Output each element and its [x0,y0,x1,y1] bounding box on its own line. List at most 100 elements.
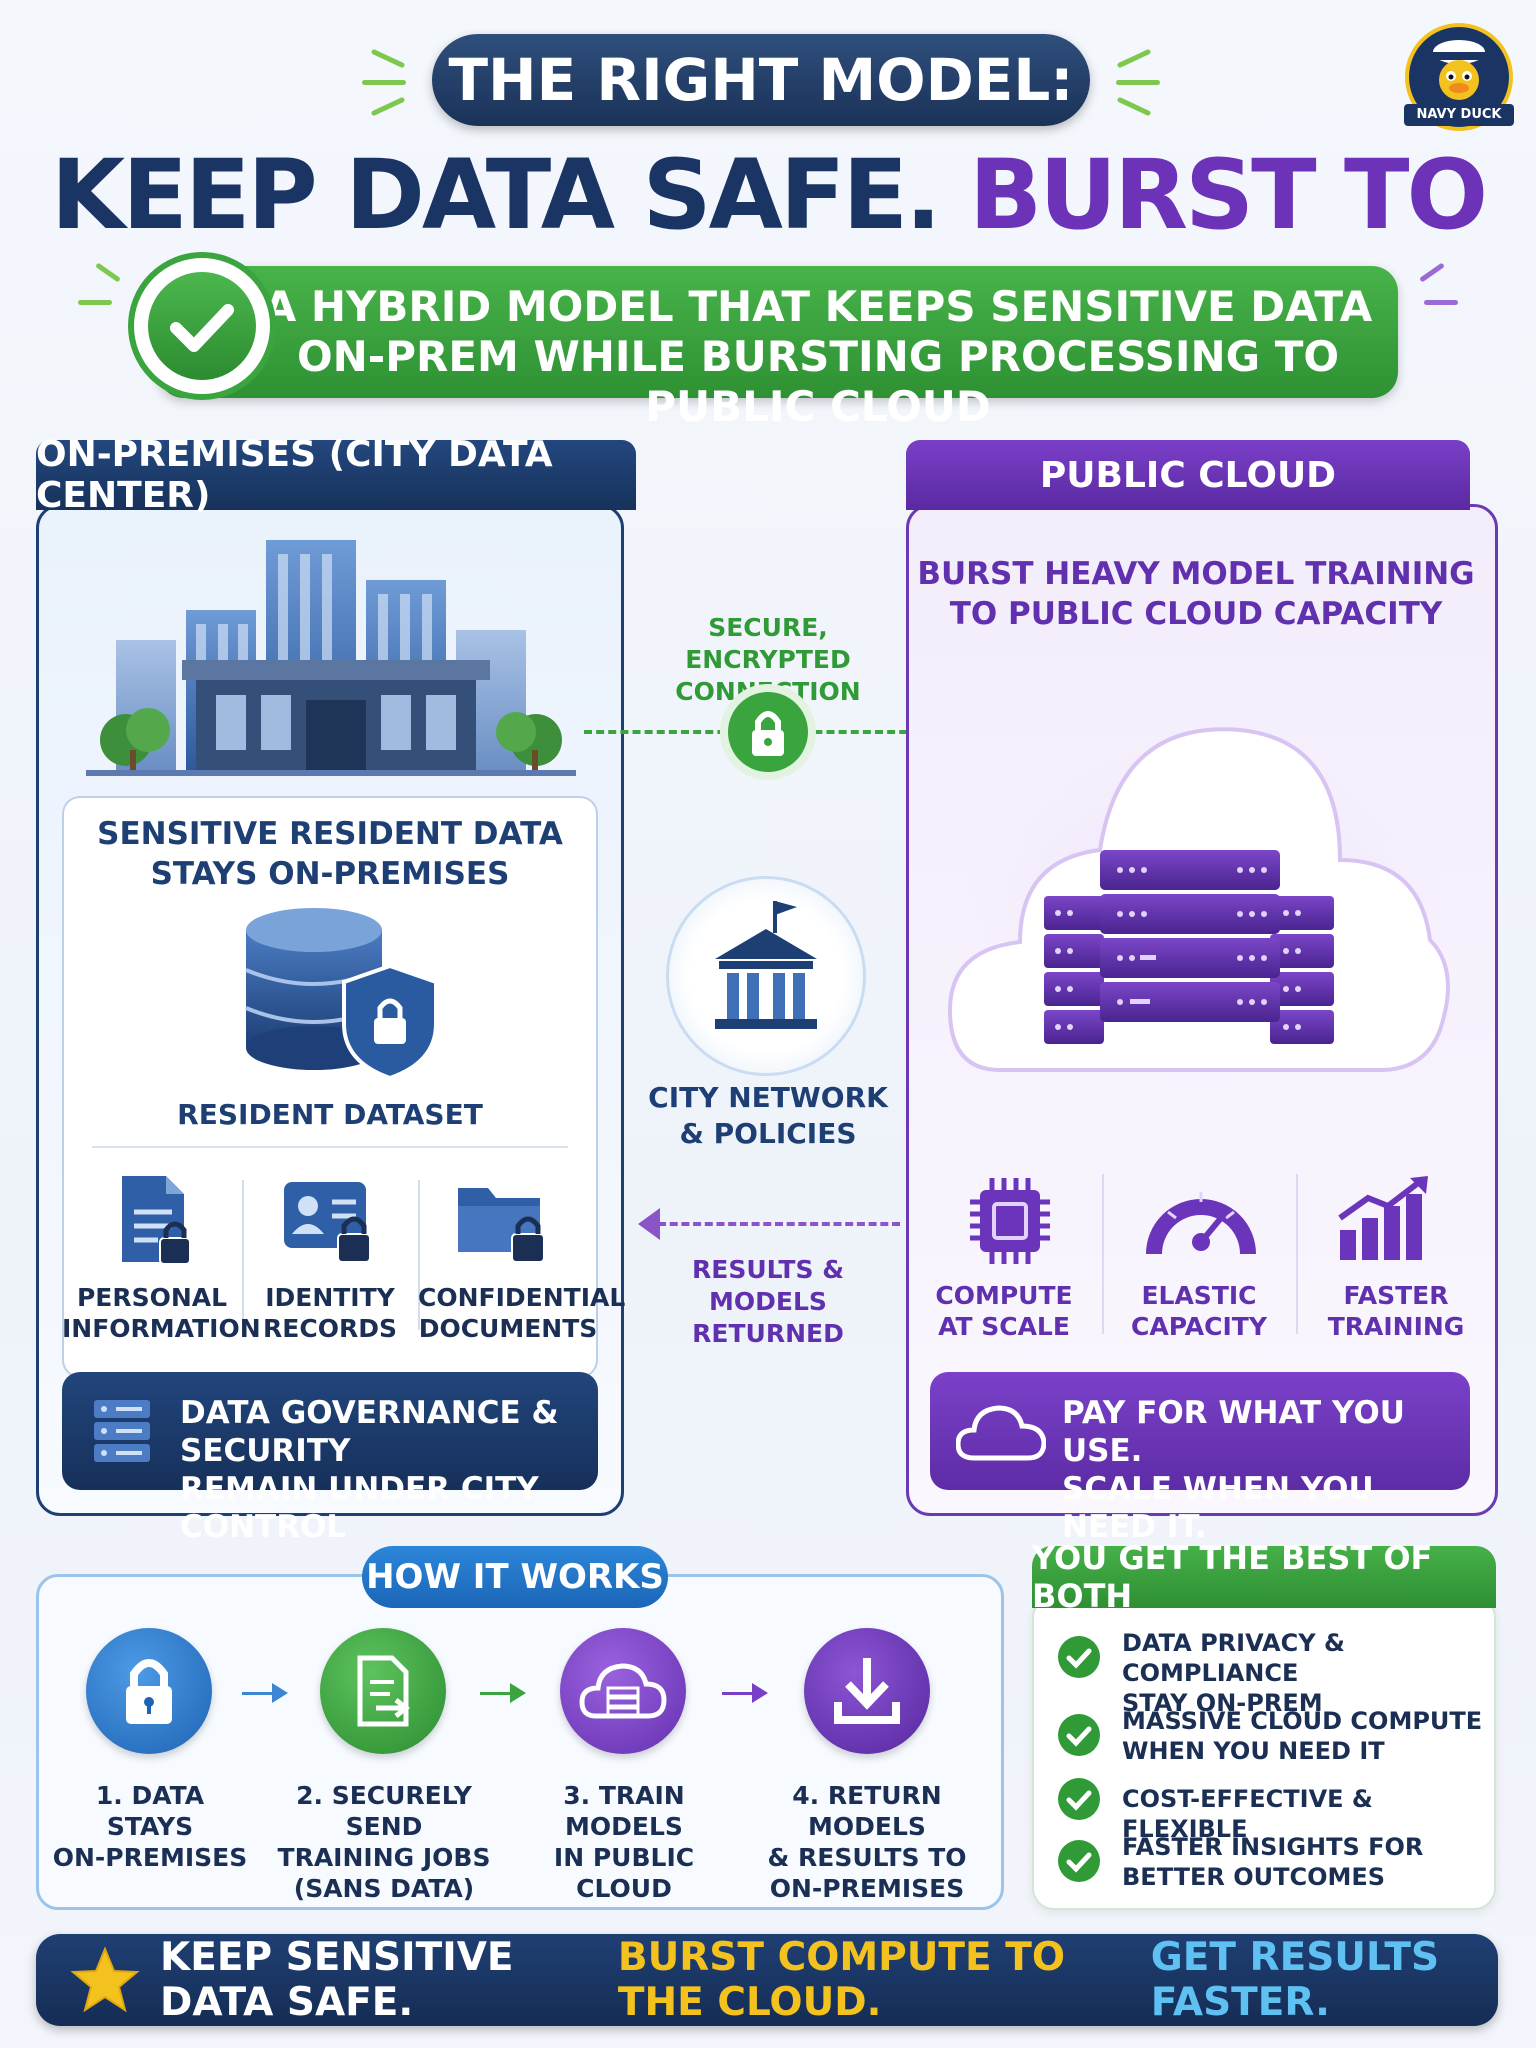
growth-chart-icon [1334,1174,1434,1264]
item-personal-information: PERSONAL INFORMATION [62,1283,261,1343]
lock-icon [752,711,784,756]
step-arrow [242,1692,276,1695]
checkmark-badge [128,252,276,400]
step-3-label: 3. TRAIN MODELS IN PUBLIC CLOUD [553,1781,695,1903]
on-prem-title-text: ON-PREMISES (CITY DATA CENTER) [36,434,553,516]
public-cloud-panel-title: PUBLIC CLOUD [906,440,1470,510]
resident-data-card [62,796,598,1378]
sensitive-data-types: PERSONAL INFORMATION IDENTITY RECORDS CO… [62,1166,626,1356]
gauge-icon [1146,1172,1256,1268]
title-pill: THE RIGHT MODEL: [432,34,1090,126]
server-stack-icon [92,1398,152,1464]
best-of-both-title: YOU GET THE BEST OF BOTH [1032,1539,1496,1615]
item-identity-records: IDENTITY RECORDS [263,1283,397,1343]
checkmark-icon [170,304,234,352]
star-icon [70,1945,140,2015]
cloud-icon [955,1400,1047,1464]
step-4-label: 4. RETURN MODELS & RESULTS TO ON-PREMISE… [767,1781,967,1903]
logo-text: NAVY DUCK [1404,104,1514,126]
check-icon [1058,1714,1100,1756]
governance-line1: DATA GOVERNANCE & SECURITY [180,1395,559,1469]
on-prem-panel-title: ON-PREMISES (CITY DATA CENTER) [36,434,636,516]
arrow-left-icon [638,1208,660,1240]
item-confidential-documents: CONFIDENTIAL DOCUMENTS [418,1283,626,1343]
pay-as-you-go-callout: PAY FOR WHAT YOU USE. SCALE WHEN YOU NEE… [930,1372,1470,1545]
card-title-line2: STAYS ON-PREMISES [150,856,510,892]
cloud-server-icon [579,1663,667,1719]
divider [92,1146,568,1148]
check-icon [1058,1840,1100,1882]
resident-data-card-title: SENSITIVE RESIDENT DATA STAYS ON-PREMISE… [62,814,598,894]
send-document-icon [357,1655,411,1727]
secure-lock-badge [728,692,808,772]
cloud-servers-illustration [940,710,1470,1100]
divider [1102,1174,1104,1334]
public-cloud-title-text: PUBLIC CLOUD [1039,454,1337,496]
divider [418,1180,420,1330]
footer-banner: KEEP SENSITIVE DATA SAFE. BURST COMPUTE … [36,1934,1498,2026]
arrow-right-icon [510,1683,526,1703]
footer-part3: GET RESULTS FASTER. [1150,1935,1440,2025]
governance-callout: DATA GOVERNANCE & SECURITY REMAIN UNDER … [62,1372,598,1545]
folder-lock-icon [454,1172,554,1272]
pay-line1: PAY FOR WHAT YOU USE. [1062,1395,1405,1469]
feature-elastic-capacity: ELASTIC CAPACITY [1131,1281,1267,1341]
feature-faster-training: FASTER TRAINING [1327,1281,1465,1341]
sparkle-accent [78,300,112,305]
banner-line2: ON-PREM WHILE BURSTING PROCESSING TO PUB… [296,332,1340,431]
results-returned-arrow [658,1222,900,1230]
cpu-chip-icon [962,1176,1058,1266]
step-arrow [722,1692,756,1695]
benefits-list: DATA PRIVACY & COMPLIANCE STAY ON-PREM M… [1058,1628,1488,1908]
sparkle-accent [1424,300,1458,305]
headline-part1: KEEP DATA SAFE. [50,139,942,251]
governance-line2: REMAIN UNDER CITY CONTROL [180,1471,539,1545]
results-returned-label: RESULTS & MODELS RETURNED [692,1255,844,1348]
sparkle-accent [1116,96,1152,117]
pay-line2: SCALE WHEN YOU NEED IT. [1062,1471,1374,1545]
city-network-badge [666,876,866,1076]
sparkle-accent [1116,80,1160,85]
check-icon [1058,1778,1100,1820]
sparkle-accent [370,48,406,69]
city-buildings-icon [86,540,576,776]
city-network-label: CITY NETWORK & POLICIES [648,1081,888,1150]
how-it-works-title: HOW IT WORKS [362,1546,668,1608]
cloud-subtitle: BURST HEAVY MODEL TRAINING TO PUBLIC CLO… [917,556,1475,632]
document-lock-icon [114,1172,204,1272]
step-arrow [480,1692,514,1695]
card-title-line1: SENSITIVE RESIDENT DATA [97,816,563,852]
summary-banner: A HYBRID MODEL THAT KEEPS SENSITIVE DATA… [158,266,1398,431]
sparkle-accent [362,80,406,85]
id-card-lock-icon [280,1172,380,1272]
footer-part1: KEEP SENSITIVE DATA SAFE. [160,1935,514,2025]
best-of-both-section [1032,1596,1496,1910]
step-3-circle [560,1628,686,1754]
step-2-label: 2. SECURELY SEND TRAINING JOBS (SANS DAT… [277,1781,491,1903]
cloud-features: COMPUTE AT SCALE ELASTIC CAPACITY FASTER… [906,1164,1498,1354]
feature-compute-at-scale: COMPUTE AT SCALE [935,1281,1073,1341]
banner-line1: A HYBRID MODEL THAT KEEPS SENSITIVE DATA [263,282,1373,331]
dataset-label: RESIDENT DATASET [177,1098,483,1131]
duck-logo-icon [1405,23,1513,131]
step-1-circle [86,1628,212,1754]
step-1-label: 1. DATA STAYS ON-PREMISES [52,1781,248,1872]
cloud-servers-icon [940,720,1470,1100]
download-icon [834,1658,900,1724]
divider [1296,1174,1298,1334]
divider [242,1180,244,1330]
city-data-center-illustration [86,520,576,782]
database-shield-icon [240,906,440,1086]
footer-part2: BURST COMPUTE TO THE CLOUD. [617,1935,1065,2025]
arrow-right-icon [752,1683,768,1703]
sparkle-accent [1116,48,1152,69]
check-icon [1058,1636,1100,1678]
government-building-icon [715,901,817,1029]
step-4-circle [804,1628,930,1754]
step-2-circle [320,1628,446,1754]
navy-duck-logo: NAVY DUCK [1404,22,1514,132]
lock-icon [126,1659,172,1724]
sparkle-accent [370,96,406,117]
page-kicker: THE RIGHT MODEL: [448,46,1074,114]
arrow-right-icon [272,1683,288,1703]
